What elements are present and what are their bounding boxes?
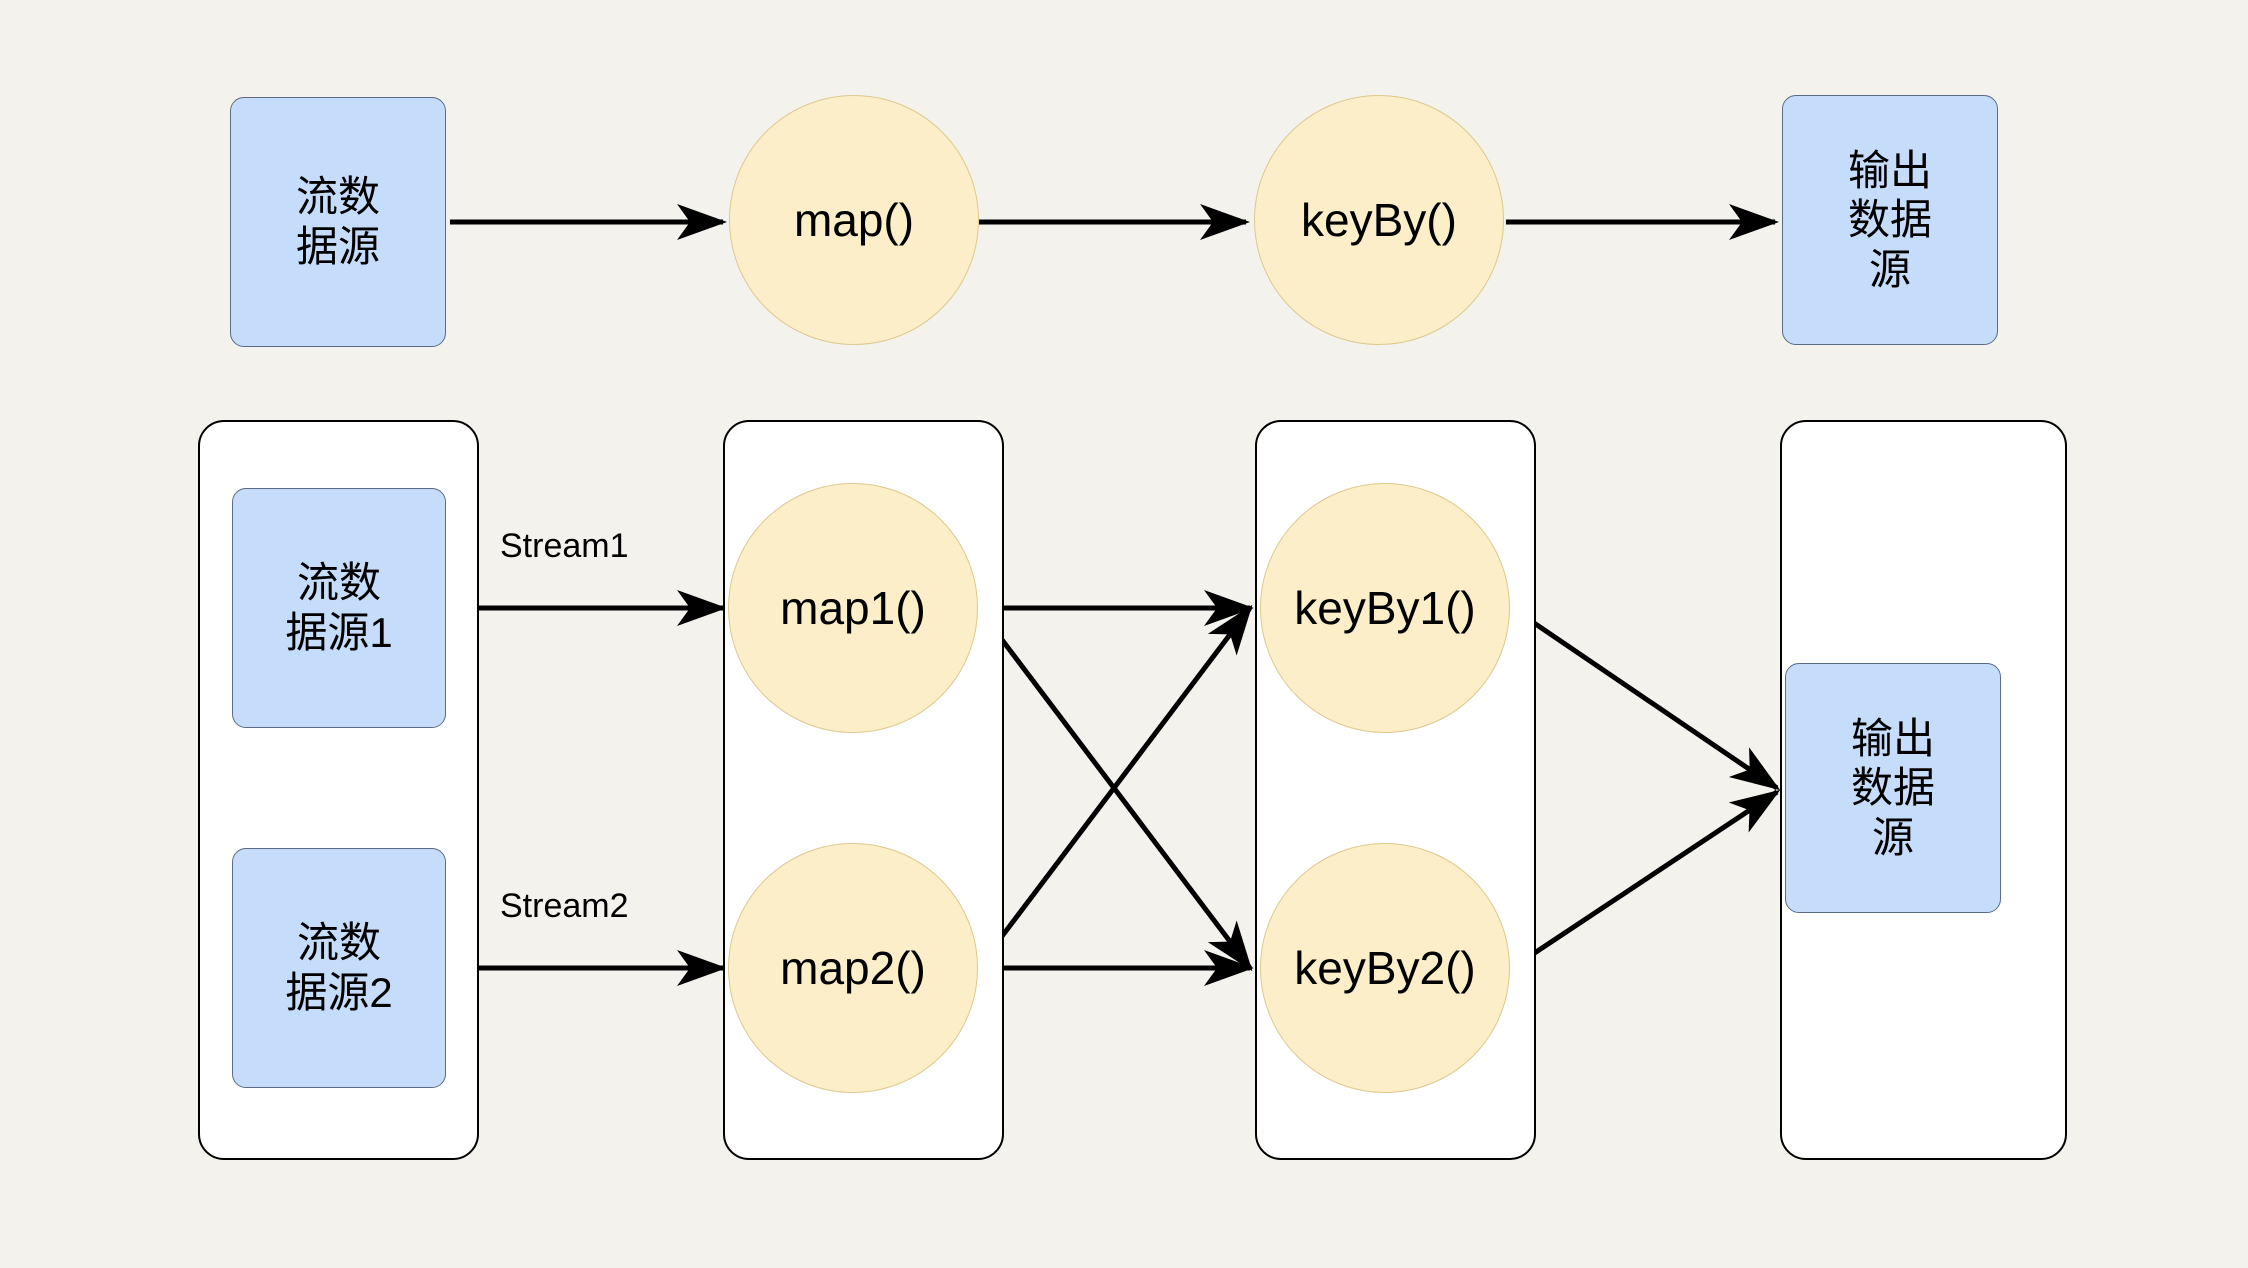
- top-stream-source-box[interactable]: 流数 据源: [230, 97, 446, 347]
- bottom-source1-line-2: 据源1: [285, 609, 393, 656]
- top-keyby-node[interactable]: keyBy(): [1254, 95, 1504, 345]
- top-source-line-1: 流数: [295, 173, 380, 221]
- edge-keyby1-to-sink: [1510, 605, 1781, 791]
- bottom-stream-source1-box[interactable]: 流数 据源1: [232, 488, 446, 728]
- top-map-node[interactable]: map(): [729, 95, 979, 345]
- bottom-sink-line-1: 输出: [1850, 714, 1935, 762]
- bottom-stream-source2-box[interactable]: 流数 据源2: [232, 848, 446, 1088]
- bottom-keyby2-label: keyBy2(): [1294, 941, 1476, 994]
- bottom-keyby2-node[interactable]: keyBy2(): [1260, 843, 1510, 1093]
- bottom-source1-line-1: 流数: [296, 559, 381, 607]
- bottom-map2-node[interactable]: map2(): [728, 843, 978, 1093]
- edge-label-stream2: Stream2: [500, 887, 629, 925]
- bottom-sink-box[interactable]: 输出 数据 源: [1785, 663, 2001, 913]
- bottom-sink-label: 输出 数据 源: [1851, 714, 1935, 863]
- edge-map1-to-keyby2: [976, 606, 1253, 972]
- top-sink-line-1: 输出: [1847, 146, 1932, 194]
- bottom-map1-node[interactable]: map1(): [728, 483, 978, 733]
- top-sink-line-2: 数据: [1847, 196, 1932, 244]
- top-sink-line-3: 源: [1868, 245, 1911, 293]
- top-source-line-2: 据源: [295, 223, 380, 270]
- bottom-source1-label: 流数 据源1: [285, 558, 392, 657]
- top-map-label: map(): [793, 193, 915, 246]
- bottom-source2-line-1: 流数: [296, 919, 381, 967]
- bottom-map1-label: map1(): [780, 581, 926, 634]
- edge-keyby2-to-sink: [1510, 789, 1781, 971]
- top-keyby-label: keyBy(): [1301, 193, 1457, 246]
- bottom-sink-line-3: 源: [1871, 813, 1914, 861]
- bottom-sink-line-2: 数据: [1850, 764, 1935, 812]
- bottom-source2-line-2: 据源2: [285, 969, 393, 1016]
- top-sink-box[interactable]: 输出 数据 源: [1782, 95, 1998, 345]
- bottom-keyby1-label: keyBy1(): [1294, 581, 1476, 634]
- top-stream-source-label: 流数 据源: [296, 172, 380, 271]
- bottom-keyby1-node[interactable]: keyBy1(): [1260, 483, 1510, 733]
- bottom-map2-label: map2(): [780, 941, 926, 994]
- top-sink-label: 输出 数据 源: [1848, 146, 1932, 295]
- bottom-source2-label: 流数 据源2: [285, 918, 392, 1017]
- edge-label-stream1: Stream1: [500, 527, 629, 565]
- edge-map2-to-keyby1: [976, 604, 1253, 970]
